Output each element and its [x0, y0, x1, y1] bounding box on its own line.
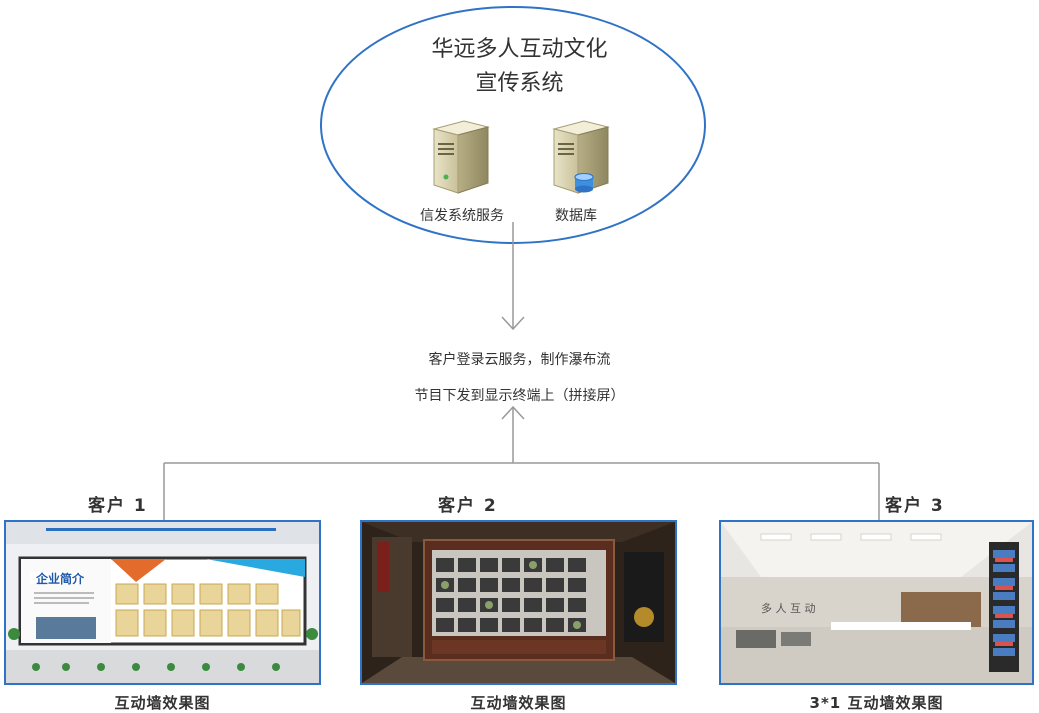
down-arrowhead — [501, 316, 525, 331]
flow-text-line1: 客户登录云服务，制作瀑布流 — [428, 352, 611, 368]
client-3-label: 客户 3 — [885, 496, 945, 516]
client-1-caption: 互动墙效果图 — [114, 694, 211, 712]
client-1-label: 客户 1 — [88, 496, 148, 516]
svg-text:多 人 互 动: 多 人 互 动 — [761, 601, 816, 615]
server-label: 信发系统服务 — [420, 208, 504, 224]
database-server-icon — [552, 120, 610, 194]
client-3-photo: 多 人 互 动 — [719, 520, 1034, 685]
client-2-label: 客户 2 — [438, 496, 498, 516]
client-2-caption: 互动墙效果图 — [470, 694, 567, 712]
database-label: 数据库 — [555, 208, 597, 224]
up-arrowhead — [501, 405, 525, 420]
client-1-photo: 企业简介 — [4, 520, 321, 685]
photo-heading: 企业简介 — [35, 571, 85, 586]
server-icon — [432, 120, 490, 194]
cloud-title-line2: 宣传系统 — [475, 71, 564, 96]
flow-text-line2: 节目下发到显示终端上（拼接屏） — [414, 388, 625, 404]
cloud-title: 华远多人互动文化 宣传系统 — [0, 33, 1039, 101]
cloud-title-line1: 华远多人互动文化 — [431, 37, 608, 62]
client-3-caption: 3*1 互动墙效果图 — [809, 694, 944, 712]
client-2-photo — [360, 520, 677, 685]
